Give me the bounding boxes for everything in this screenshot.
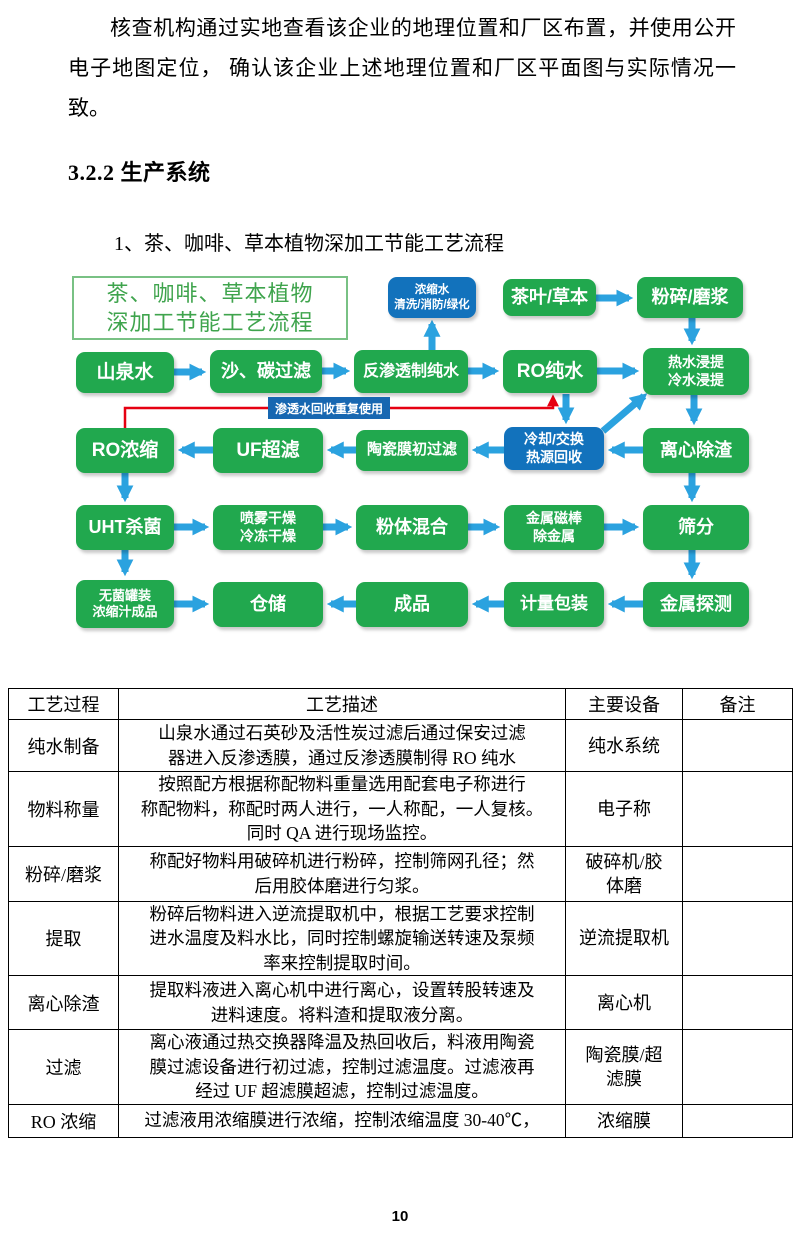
cell-description: 过滤液用浓缩膜进行浓缩，控制浓缩温度 30-40℃，: [118, 1103, 566, 1138]
flow-node-magnetic-bar: 金属磁棒 除金属: [504, 505, 604, 550]
table-row: 纯水制备 山泉水通过石英砂及活性炭过滤后通过保安过滤 器进入反渗透膜，通过反渗透…: [8, 719, 793, 772]
flow-node-hot-cold-extraction: 热水浸提 冷水浸提: [643, 348, 749, 395]
flow-node-ro-pure-water: RO纯水: [503, 350, 597, 393]
flow-node-warehouse: 仓储: [213, 582, 323, 627]
table-row: 过滤 离心液通过热交换器降温及热回收后，料液用陶瓷 膜过滤设备进行初过滤，控制过…: [8, 1029, 793, 1105]
flow-node-tea-herb: 茶叶/草本: [503, 279, 596, 316]
flow-node-crush-grind: 粉碎/磨浆: [637, 277, 743, 318]
flow-node-cooling-heat-recovery: 冷却/交换 热源回收: [504, 427, 604, 470]
flow-node-spring-water: 山泉水: [76, 352, 174, 393]
cell-process: 粉碎/磨浆: [8, 845, 119, 902]
flow-node-reverse-osmosis: 反渗透制纯水: [354, 350, 468, 393]
flow-node-concentrate-water: 浓缩水 清洗/消防/绿化: [388, 277, 476, 318]
cell-note: [682, 1029, 793, 1105]
cell-description: 山泉水通过石英砂及活性炭过滤后通过保安过滤 器进入反渗透膜，通过反渗透膜制得 R…: [118, 719, 566, 772]
cell-equipment: 浓缩膜: [565, 1103, 683, 1138]
cell-note: [682, 975, 793, 1030]
cell-equipment: 电子称: [565, 771, 683, 847]
table-row: 物料称量 按照配方根据称配物料重量选用配套电子称进行 称配物料，称配时两人进行，…: [8, 771, 793, 847]
flow-node-spray-freeze-dry: 喷雾干燥 冷冻干燥: [213, 505, 323, 550]
cell-equipment: 离心机: [565, 975, 683, 1030]
cell-note: [682, 719, 793, 772]
flow-node-finished-product: 成品: [356, 582, 468, 627]
cell-process: 离心除渣: [8, 975, 119, 1030]
cell-note: [682, 900, 793, 976]
flow-node-ro-concentration: RO浓缩: [76, 428, 174, 473]
cell-process: RO 浓缩: [8, 1103, 119, 1138]
cell-equipment: 逆流提取机: [565, 900, 683, 976]
table-header-row: 工艺过程 工艺描述 主要设备 备注: [8, 688, 793, 720]
col-header-description: 工艺描述: [118, 688, 566, 720]
col-header-equipment: 主要设备: [565, 688, 683, 720]
cell-description: 离心液通过热交换器降温及热回收后，料液用陶瓷 膜过滤设备进行初过滤，控制过滤温度…: [118, 1029, 566, 1105]
flow-node-powder-mixing: 粉体混合: [356, 505, 468, 550]
cell-equipment: 陶瓷膜/超 滤膜: [565, 1029, 683, 1105]
col-header-process: 工艺过程: [8, 688, 119, 720]
page-number: 10: [391, 1208, 409, 1225]
table-row: RO 浓缩 过滤液用浓缩膜进行浓缩，控制浓缩温度 30-40℃， 浓缩膜: [8, 1103, 793, 1138]
flow-node-centrifuge-deslagging: 离心除渣: [643, 428, 749, 473]
cell-description: 提取料液进入离心机中进行离心，设置转股转速及 进料速度。将料渣和提取液分离。: [118, 975, 566, 1030]
cell-process: 过滤: [8, 1029, 119, 1105]
cell-note: [682, 845, 793, 902]
cell-note: [682, 1103, 793, 1138]
table-row: 粉碎/磨浆 称配好物料用破碎机进行粉碎，控制筛网孔径；然 后用胶体磨进行匀浆。 …: [8, 845, 793, 902]
cell-equipment: 破碎机/胶 体磨: [565, 845, 683, 902]
cell-process: 纯水制备: [8, 719, 119, 772]
flow-node-sand-carbon-filter: 沙、碳过滤: [210, 350, 322, 393]
flow-node-sieving: 筛分: [643, 505, 749, 550]
flow-node-aseptic-filling: 无菌罐装 浓缩汁成品: [76, 580, 174, 628]
flow-node-ceramic-membrane-filter: 陶瓷膜初过滤: [356, 430, 468, 471]
cell-process: 提取: [8, 900, 119, 976]
cell-equipment: 纯水系统: [565, 719, 683, 772]
subsection-heading: 1、茶、咖啡、草本植物深加工节能工艺流程: [114, 233, 504, 255]
flow-node-metal-detection: 金属探测: [643, 582, 749, 627]
cell-description: 粉碎后物料进入逆流提取机中，根据工艺要求控制 进水温度及料水比，同时控制螺旋输送…: [118, 900, 566, 976]
cell-description: 按照配方根据称配物料重量选用配套电子称进行 称配物料，称配时两人进行，一人称配，…: [118, 771, 566, 847]
table-row: 提取 粉碎后物料进入逆流提取机中，根据工艺要求控制 进水温度及料水比，同时控制螺…: [8, 900, 793, 976]
body-paragraph: 核查机构通过实地查看该企业的地理位置和厂区布置，并使用公开电子地图定位， 确认该…: [68, 16, 736, 120]
cell-note: [682, 771, 793, 847]
section-heading: 3.2.2 生产系统: [68, 160, 211, 185]
process-table: 工艺过程 工艺描述 主要设备 备注 纯水制备 山泉水通过石英砂及活性炭过滤后通过…: [8, 688, 793, 1138]
flow-node-weighing-packing: 计量包装: [504, 582, 604, 627]
cell-process: 物料称量: [8, 771, 119, 847]
flow-label-permeate-recycle: 渗透水回收重复使用: [268, 397, 390, 419]
flow-node-uht-sterilization: UHT杀菌: [76, 505, 174, 550]
cell-description: 称配好物料用破碎机进行粉碎，控制筛网孔径；然 后用胶体磨进行匀浆。: [118, 845, 566, 902]
flowchart-title: 茶、咖啡、草本植物 深加工节能工艺流程: [72, 276, 348, 340]
col-header-note: 备注: [682, 688, 793, 720]
table-row: 离心除渣 提取料液进入离心机中进行离心，设置转股转速及 进料速度。将料渣和提取液…: [8, 975, 793, 1030]
flow-node-uf-ultrafiltration: UF超滤: [213, 428, 323, 473]
